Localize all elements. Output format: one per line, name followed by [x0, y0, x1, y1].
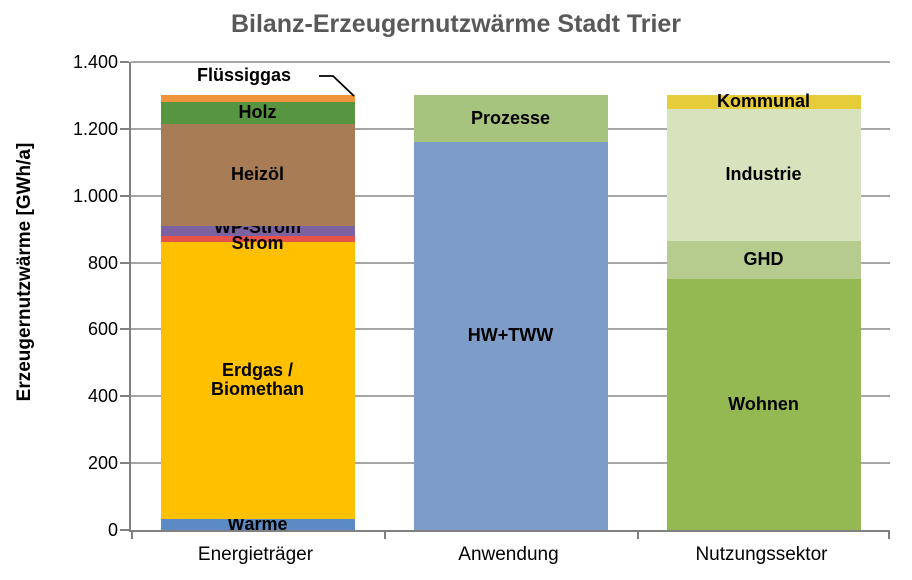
y-tick-mark	[120, 462, 129, 465]
y-tick-mark	[120, 328, 129, 331]
segment-wp-strom: WP-Strom	[160, 217, 355, 237]
bar-anwendung: HW+TWW Prozesse	[413, 62, 608, 530]
segment-heiz-l: Heizöl	[160, 123, 355, 226]
gridline	[131, 61, 890, 63]
y-axis: 1.400 1.200 1.000 800 600 400 200 0	[42, 52, 118, 540]
y-tick-label: 1.000	[72, 185, 118, 206]
segment-ghd: GHD	[666, 240, 861, 280]
y-tick-mark	[120, 61, 129, 63]
x-axis-category-labels: Energieträger Anwendung Nutzungssektor	[129, 544, 888, 566]
segment-label-erdgas-biomethan: Erdgas / Biomethan	[210, 359, 304, 400]
segment-w-rme: Wärme	[160, 514, 355, 534]
callout-label-fl-ssiggas: Flüssiggas	[197, 65, 292, 85]
bar-nutzungssektor: Wohnen GHD Industrie Kommunal	[666, 62, 861, 530]
segment-label-wohnen: Wohnen	[728, 393, 799, 414]
segment-kommunal: Kommunal	[666, 91, 861, 112]
segment-holz: Holz	[160, 102, 355, 124]
category-label-nutzungssektor: Nutzungssektor	[695, 544, 828, 565]
x-tick-mark	[637, 530, 639, 539]
y-tick-label: 400	[87, 386, 118, 407]
y-axis-title: Erzeugernutzwärme [GWh/a]	[14, 142, 35, 402]
segment-strom: Strom	[160, 233, 355, 253]
y-tick-mark	[120, 395, 129, 398]
x-tick-mark	[131, 530, 133, 539]
y-tick-mark	[120, 194, 129, 197]
segment-label-holz: Holz	[238, 102, 277, 123]
segment-label-prozesse: Prozesse	[470, 108, 551, 129]
segment-label-heiz-l: Heizöl	[230, 164, 284, 185]
y-tick-label: 1.200	[72, 118, 118, 139]
segment-erdgas-biomethan: Erdgas / Biomethan	[160, 241, 355, 519]
callout-line	[319, 75, 355, 97]
y-tick-label: 800	[87, 252, 118, 273]
segment-label-hw-tww: HW+TWW	[467, 325, 554, 346]
y-tick-label: 0	[107, 520, 118, 540]
y-tick-label: 1.400	[72, 52, 118, 72]
y-tick-mark	[120, 261, 129, 264]
segment-prozesse: Prozesse	[413, 95, 608, 143]
x-tick-mark	[384, 530, 386, 539]
x-tick-mark	[888, 530, 890, 539]
segment-hw-tww: HW+TWW	[413, 142, 608, 530]
category-label-anwendung: Anwendung	[458, 544, 559, 565]
segment-fl-ssiggas	[160, 95, 355, 103]
segment-label-ghd: GHD	[743, 249, 784, 270]
segment-label-strom: Strom	[231, 232, 284, 253]
y-tick-label: 600	[87, 319, 118, 340]
y-tick-label: 200	[87, 453, 118, 474]
y-tick-mark	[120, 127, 129, 130]
segment-label-kommunal: Kommunal	[716, 91, 810, 112]
category-label-energietr-ger: Energieträger	[197, 544, 314, 565]
segment-label-industrie: Industrie	[725, 164, 802, 185]
segment-industrie: Industrie	[666, 108, 861, 241]
chart-title: Bilanz-Erzeugernutzwärme Stadt Trier	[230, 10, 682, 38]
segment-wohnen: Wohnen	[666, 279, 861, 530]
y-tick-mark	[120, 529, 129, 531]
